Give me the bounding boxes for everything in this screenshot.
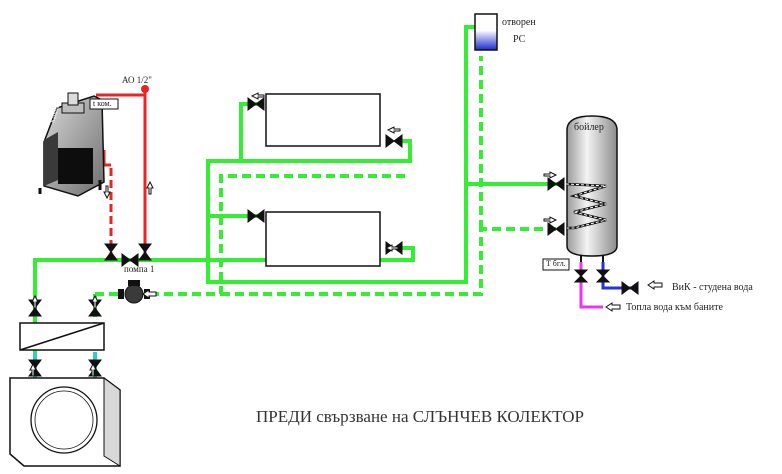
hot-water-pipe [579,262,603,309]
heat-exchanger [19,322,105,351]
pump-1 [118,280,150,304]
valve-size-label: АО 1/2" [122,75,152,85]
return-pipes [93,56,556,340]
tank-label-line2: РС [513,34,526,45]
radiator-lower [265,211,381,267]
outdoor-unit [9,377,121,467]
boiler-tank [565,115,618,262]
tank-label-line1: отворен [502,17,536,28]
fireplace-stove [38,92,119,197]
boiler-label: бойлер [574,122,604,133]
hot-water-label: Топла вода към баните [626,302,723,313]
chimney-temp-label: t ком. [93,99,112,108]
radiator-upper [265,93,381,147]
diagram-caption: ПРЕДИ свързване на СЛЪНЧЕВ КОЛЕКТОР [256,407,584,426]
flow-arrows [29,92,663,377]
connectors [33,352,97,378]
cold-water-label: ВиК - студена вода [672,282,753,293]
pump-label: помпа 1 [124,264,155,274]
supply-pipes [33,25,558,354]
boiler-temp-label: T бгл. [546,259,566,268]
expansion-tank [474,13,498,51]
cold-water-pipe [601,262,638,290]
